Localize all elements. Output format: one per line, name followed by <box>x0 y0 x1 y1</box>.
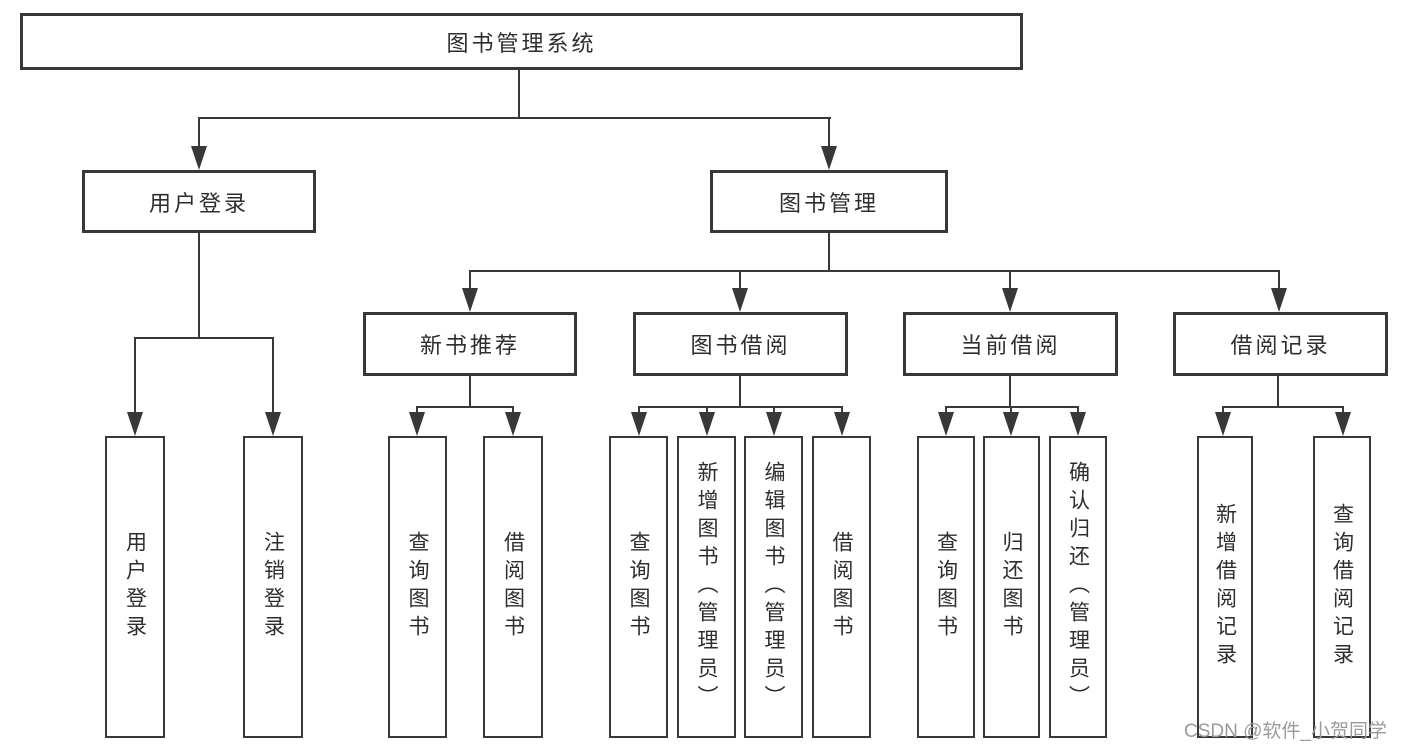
node-current-borrowing: 当前借阅 <box>903 312 1118 376</box>
connector-drop <box>1077 406 1079 416</box>
connector-rail <box>1222 406 1344 408</box>
leaf-query-books-recommend-label: 查询图书 <box>406 531 429 643</box>
leaf-query-books-borrow: 查询图书 <box>609 436 668 738</box>
leaf-user-login-label: 用户登录 <box>123 531 147 643</box>
leaf-borrow-books-label: 借阅图书 <box>830 531 853 643</box>
arrow-down-icon <box>1335 412 1351 436</box>
node-book-management-label: 图书管理 <box>778 190 879 216</box>
connector-level3-rail <box>469 270 1280 272</box>
connector-drop <box>1009 270 1011 292</box>
connector-drop <box>416 406 418 416</box>
connector-drop <box>1010 406 1012 416</box>
arrow-down-icon <box>191 146 207 170</box>
connector-stem <box>1009 376 1011 407</box>
connector-drop <box>1342 406 1344 416</box>
connector-drop <box>706 406 708 416</box>
arrow-down-icon <box>1003 412 1019 436</box>
connector-drop-book-mgmt <box>828 117 830 149</box>
leaf-add-books-admin-label: 新增图书（管理员） <box>695 461 718 713</box>
leaf-query-books-current-label: 查询图书 <box>934 531 958 643</box>
arrow-down-icon <box>1215 412 1231 436</box>
leaf-query-borrow-record-label: 查询借阅记录 <box>1330 503 1354 671</box>
arrow-down-icon <box>938 412 954 436</box>
arrow-down-icon <box>699 412 715 436</box>
leaf-confirm-return-admin: 确认归还（管理员） <box>1049 436 1107 738</box>
leaf-return-books: 归还图书 <box>983 436 1040 738</box>
connector-rail <box>416 406 514 408</box>
connector-stem <box>1277 376 1279 407</box>
leaf-confirm-return-admin-label: 确认归还（管理员） <box>1066 461 1090 713</box>
node-user-login: 用户登录 <box>82 170 316 233</box>
connector-drop <box>638 406 640 416</box>
arrow-down-icon <box>732 288 748 312</box>
node-book-borrowing: 图书借阅 <box>633 312 848 376</box>
leaf-user-login: 用户登录 <box>105 436 165 738</box>
leaf-borrow-books-recommend: 借阅图书 <box>483 436 543 738</box>
connector-level2-rail <box>198 117 831 119</box>
arrow-down-icon <box>1271 288 1287 312</box>
leaf-edit-books-admin-label: 编辑图书（管理员） <box>762 461 785 713</box>
connector-user-login-stem <box>198 233 200 338</box>
leaf-add-borrow-record-label: 新增借阅记录 <box>1213 503 1237 671</box>
node-borrowing-records: 借阅记录 <box>1173 312 1388 376</box>
connector-stem <box>739 376 741 407</box>
connector-drop <box>1278 270 1280 292</box>
leaf-borrow-books-recommend-label: 借阅图书 <box>501 531 525 643</box>
arrow-down-icon <box>462 288 478 312</box>
connector-drop <box>773 406 775 416</box>
leaf-query-books-borrow-label: 查询图书 <box>627 531 650 643</box>
leaf-logout-label: 注销登录 <box>261 531 285 643</box>
leaf-add-books-admin: 新增图书（管理员） <box>677 436 736 738</box>
node-current-borrowing-label: 当前借阅 <box>960 333 1061 358</box>
connector-root-stem <box>518 70 520 118</box>
node-borrowing-records-label: 借阅记录 <box>1230 333 1331 358</box>
arrow-down-icon <box>631 412 647 436</box>
node-new-book-recommend: 新书推荐 <box>363 312 577 376</box>
leaf-query-books-recommend: 查询图书 <box>388 436 447 738</box>
arrow-down-icon <box>127 412 143 436</box>
leaf-add-borrow-record: 新增借阅记录 <box>1197 436 1253 738</box>
connector-rail <box>638 406 843 408</box>
leaf-borrow-books: 借阅图书 <box>812 436 871 738</box>
arrow-down-icon <box>1070 412 1086 436</box>
connector-drop-user-login <box>198 117 200 149</box>
connector-user-login-rail <box>134 337 274 339</box>
connector-drop <box>945 406 947 416</box>
arrow-down-icon <box>766 412 782 436</box>
arrow-down-icon <box>409 412 425 436</box>
connector-drop <box>469 270 471 292</box>
leaf-return-books-label: 归还图书 <box>1000 531 1023 643</box>
connector-drop <box>1222 406 1224 416</box>
node-library-system: 图书管理系统 <box>20 13 1023 70</box>
arrow-down-icon <box>505 412 521 436</box>
csdn-watermark: CSDN @软件_小贺同学 <box>1184 721 1387 742</box>
leaf-logout: 注销登录 <box>243 436 303 738</box>
connector-drop <box>134 337 136 415</box>
leaf-query-borrow-record: 查询借阅记录 <box>1313 436 1371 738</box>
connector-drop <box>272 337 274 415</box>
node-new-book-recommend-label: 新书推荐 <box>419 333 520 358</box>
leaf-edit-books-admin: 编辑图书（管理员） <box>744 436 803 738</box>
arrow-down-icon <box>834 412 850 436</box>
arrow-down-icon <box>1002 288 1018 312</box>
node-book-management: 图书管理 <box>710 170 948 233</box>
connector-book-mgmt-stem <box>828 233 830 271</box>
arrow-down-icon <box>821 146 837 170</box>
node-book-borrowing-label: 图书借阅 <box>690 333 791 358</box>
connector-drop <box>512 406 514 416</box>
node-library-system-label: 图书管理系统 <box>446 30 597 56</box>
leaf-query-books-current: 查询图书 <box>917 436 975 738</box>
connector-drop <box>739 270 741 292</box>
node-user-login-label: 用户登录 <box>148 190 249 216</box>
arrow-down-icon <box>265 412 281 436</box>
connector-drop <box>841 406 843 416</box>
connector-rail <box>945 406 1079 408</box>
connector-stem <box>469 376 471 407</box>
